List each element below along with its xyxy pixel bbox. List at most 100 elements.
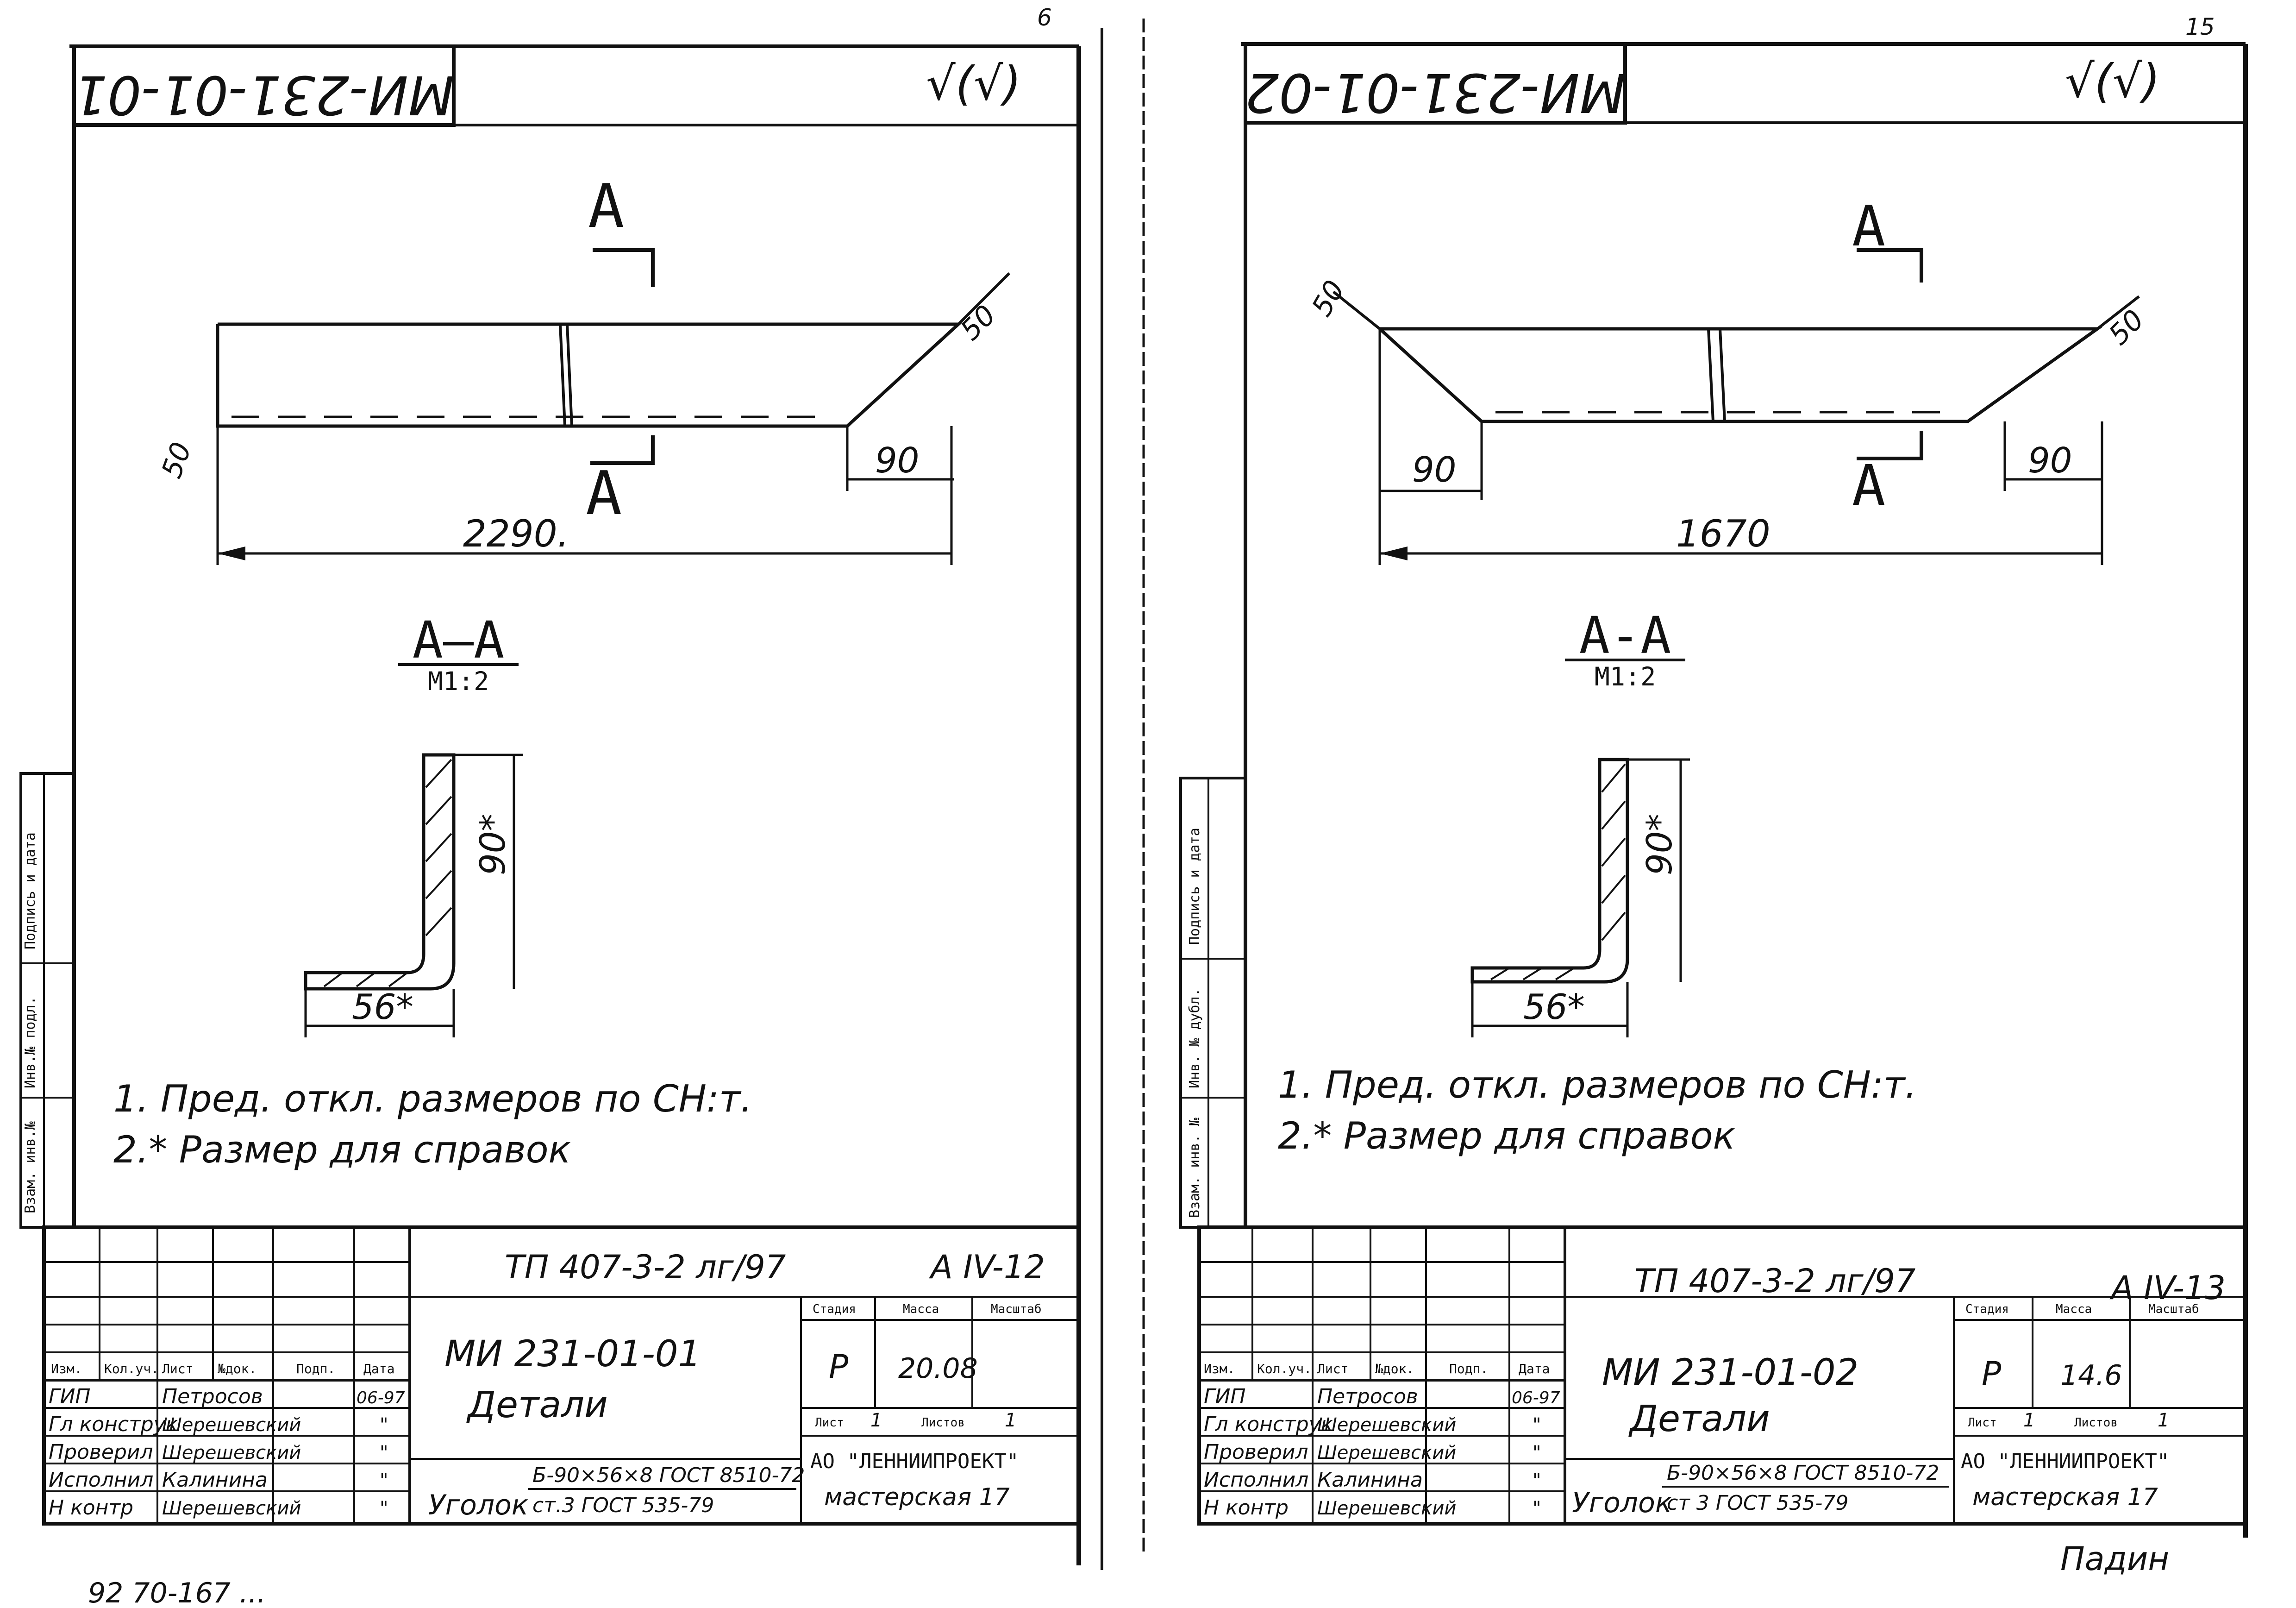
sheet-ref: А IV-13 bbox=[2109, 1269, 2226, 1307]
bottom-left-fragment: 92 70-167 ... bbox=[88, 1577, 266, 1608]
role-4: Исполнил bbox=[49, 1468, 153, 1492]
side-label-3: Подпись и дата bbox=[22, 832, 38, 949]
title-block: Изм. Кол.уч. Лист №док. Подп. Дата ГИП П… bbox=[1197, 1225, 2247, 1526]
material-label: Уголок bbox=[1572, 1487, 1672, 1519]
org-unit: мастерская 17 bbox=[824, 1483, 1010, 1511]
hdr-list-label: Лист bbox=[1968, 1416, 1997, 1430]
hdr-list: Лист bbox=[1317, 1361, 1348, 1376]
person-5: Шерешевский bbox=[1317, 1498, 1456, 1519]
date-1: 06-97 bbox=[357, 1388, 405, 1407]
hdr-n-dok: №док. bbox=[1375, 1361, 1414, 1376]
role-3: Проверил bbox=[1204, 1440, 1308, 1464]
doc-title: Детали bbox=[1628, 1398, 1770, 1440]
hdr-kol-uch: Кол.уч. bbox=[1257, 1361, 1312, 1376]
side-label-2: Инв.№ подл. bbox=[22, 996, 38, 1088]
dim-length-label: 2290. bbox=[463, 512, 569, 555]
angle-outline bbox=[1378, 327, 2102, 423]
dim-bevel-left: 50 bbox=[156, 438, 198, 483]
section-title: А-А bbox=[1579, 606, 1671, 665]
project-code: ТП 407-3-2 лг/97 bbox=[1634, 1262, 1915, 1300]
side-label-2: Инв. № дубл. bbox=[1187, 988, 1203, 1088]
org-name: АО "ЛЕННИИПРОЕКТ" bbox=[810, 1450, 1019, 1473]
date-4: " bbox=[380, 1470, 388, 1491]
section-hatching bbox=[323, 759, 452, 987]
stage-value: Р bbox=[829, 1348, 849, 1386]
section-marker-bottom: А bbox=[586, 458, 622, 528]
role-1: ГИП bbox=[1204, 1385, 1246, 1408]
material-spec-top: Б-90×56×8 ГОСТ 8510-72 bbox=[1667, 1461, 1939, 1485]
role-4: Исполнил bbox=[1204, 1468, 1308, 1492]
hdr-list-label: Лист bbox=[815, 1416, 844, 1430]
bevel-extension-right bbox=[2096, 295, 2140, 330]
break-line-2 bbox=[566, 324, 573, 427]
hdr-podp: Подп. bbox=[296, 1361, 335, 1376]
dim-bevel-left: 50 bbox=[1306, 275, 1351, 322]
corner-page-number: 15 bbox=[2185, 13, 2215, 40]
section-scale: М1:2 bbox=[428, 666, 489, 696]
hdr-massa: Масса bbox=[2056, 1302, 2092, 1316]
date-2: " bbox=[380, 1414, 388, 1436]
org-name: АО "ЛЕННИИПРОЕКТ" bbox=[1961, 1450, 2169, 1473]
dim-height-label: 90* bbox=[1639, 814, 1680, 875]
side-strip: Взам. инв. № Инв. № дубл. Подпись и дата bbox=[1179, 777, 1247, 1229]
title-block: Изм. Кол.уч. Лист №док. Подп. Дата ГИП П… bbox=[42, 1225, 1081, 1526]
person-2: Шерешевский bbox=[162, 1414, 301, 1436]
mass-value: 20.08 bbox=[898, 1352, 978, 1385]
section-arrow-bottom bbox=[1857, 431, 1923, 460]
bevel-extension-left bbox=[1333, 290, 1381, 330]
material-spec-bottom: ст.3 ГОСТ 535-79 bbox=[532, 1494, 714, 1517]
break-line-1 bbox=[559, 324, 566, 427]
date-4: " bbox=[1533, 1470, 1541, 1491]
section-arrow-bottom bbox=[590, 435, 655, 465]
person-3: Шерешевский bbox=[1317, 1442, 1456, 1464]
roughness-mark: √(√) bbox=[926, 57, 1021, 111]
section-title: А—А bbox=[413, 610, 505, 670]
side-label-1: Взам. инв. № bbox=[1187, 1118, 1203, 1218]
hdr-izm: Изм. bbox=[1204, 1361, 1235, 1376]
section-arrow-top bbox=[1857, 248, 1923, 283]
hdr-stadiya: Стадия bbox=[1965, 1302, 2009, 1316]
doc-title: Детали bbox=[466, 1384, 608, 1426]
side-label-3: Подпись и дата bbox=[1187, 828, 1203, 945]
section-arrow-top bbox=[593, 248, 655, 287]
sheet-right: 15 МИ-231-01-02 √(√) 50 50 90 90 bbox=[1142, 13, 2248, 1578]
roughness-mark: √(√) bbox=[2065, 54, 2160, 108]
material-label: Уголок bbox=[428, 1489, 528, 1521]
corner-page-number: 6 bbox=[1037, 4, 1052, 31]
dim-end-left-label: 90 bbox=[1412, 449, 1456, 490]
section-view: А—А М1:2 90* 56* bbox=[304, 610, 523, 1037]
person-1: Петросов bbox=[162, 1385, 263, 1408]
hdr-n-dok: №док. bbox=[218, 1361, 257, 1376]
section-scale: М1:2 bbox=[1595, 662, 1656, 691]
project-code: ТП 407-3-2 лг/97 bbox=[505, 1248, 786, 1286]
note-2: 2.* Размер для справок bbox=[1278, 1114, 1735, 1157]
section-marker-bottom: А bbox=[1852, 454, 1885, 518]
dim-end-label: 90 bbox=[875, 440, 919, 481]
role-5: Н контр bbox=[49, 1496, 133, 1520]
hdr-data: Дата bbox=[1519, 1361, 1550, 1376]
sheet-ref: А IV-12 bbox=[929, 1248, 1045, 1286]
person-4: Калинина bbox=[162, 1468, 268, 1492]
role-3: Проверил bbox=[49, 1440, 153, 1464]
mirrored-code: МИ-231-01-01 bbox=[74, 63, 454, 126]
section-marker-top: А bbox=[588, 171, 624, 241]
sheets-total: 1 bbox=[2158, 1410, 2169, 1431]
date-3: " bbox=[1533, 1442, 1541, 1464]
person-3: Шерешевский bbox=[162, 1442, 301, 1464]
section-marker-top: А bbox=[1852, 195, 1885, 259]
dim-height-label: 90* bbox=[472, 814, 513, 875]
elevation-view: 90 50 50 2290. А А bbox=[156, 171, 1011, 565]
sheet-no: 1 bbox=[2023, 1410, 2035, 1431]
hdr-massa: Масса bbox=[903, 1302, 939, 1316]
break-line-1 bbox=[1707, 328, 1714, 422]
date-2: " bbox=[1533, 1414, 1541, 1436]
hdr-masshtab: Масштаб bbox=[2148, 1302, 2199, 1316]
hdr-listov-label: Листов bbox=[921, 1416, 965, 1430]
material-spec-top: Б-90×56×8 ГОСТ 8510-72 bbox=[532, 1464, 805, 1487]
side-label-1: Взам. инв.№ bbox=[22, 1121, 38, 1213]
stage-value: Р bbox=[1982, 1355, 2002, 1393]
sheet-no: 1 bbox=[870, 1410, 882, 1431]
role-2: Гл конструк bbox=[1204, 1413, 1333, 1436]
dim-end-right-label: 90 bbox=[2028, 440, 2072, 481]
